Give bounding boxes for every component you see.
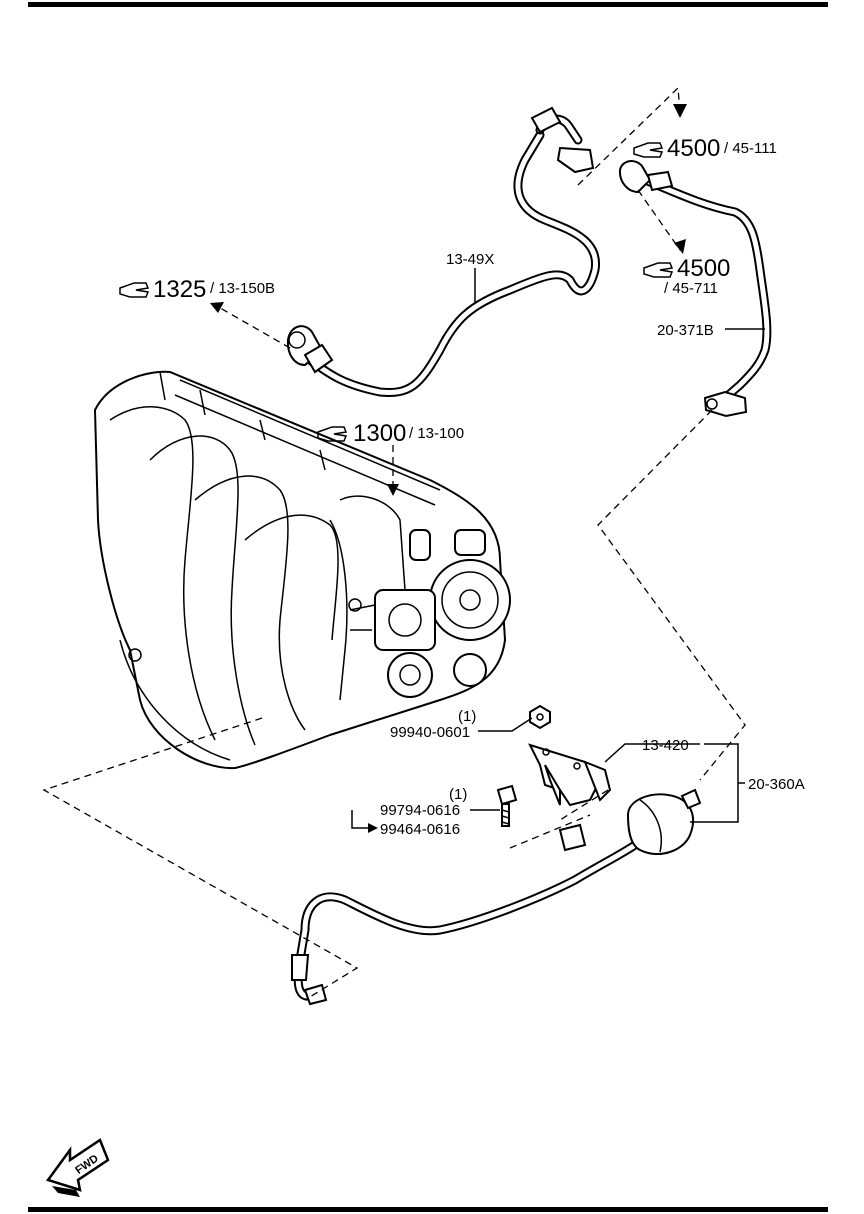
ref-1300-number: 1300 [353,420,406,447]
pointing-hand-icon [643,262,674,278]
part-13-420-label: 13-420 [642,737,689,754]
top-border [28,2,828,7]
nut-qty-label: (1) [458,708,476,725]
pointing-hand-icon [119,282,150,298]
ref-4500-b-suffix: / 45-711 [664,280,718,297]
part-13-49x-label: 13-49X [446,251,494,268]
bolt-hardware [496,784,518,827]
ref-4500-a-number: 4500 [667,135,720,162]
bottom-border [28,1207,828,1212]
pointing-hand-icon [633,142,664,158]
bolt-qty-label: (1) [449,786,467,803]
ref-1325-suffix: / 13-150B [210,280,275,297]
nut-part-label: 99940-0601 [390,724,470,741]
nut-hardware [529,704,551,730]
part-20-371b-label: 20-371B [657,322,714,339]
bolt-part-a-label: 99794-0616 [380,802,460,819]
pointing-hand-icon [317,426,348,442]
hose-20-360a [291,788,702,1006]
fwd-arrow-icon: FWD [45,1138,110,1197]
ref-1325-number: 1325 [153,276,206,303]
hose-20-371b [618,160,772,418]
ref-4500-a-suffix: / 45-111 [724,140,777,157]
dashed-guides [42,86,746,1001]
part-20-360a-label: 20-360A [748,776,805,793]
hose-13-49x [286,106,600,397]
bolt-part-b-label: 99464-0616 [380,821,460,838]
ref-1300-suffix: / 13-100 [409,425,464,442]
bracket-13-420 [528,743,612,852]
leader-lines [351,268,765,833]
intake-manifold [93,370,511,770]
ref-4500-b-number: 4500 [677,255,730,282]
